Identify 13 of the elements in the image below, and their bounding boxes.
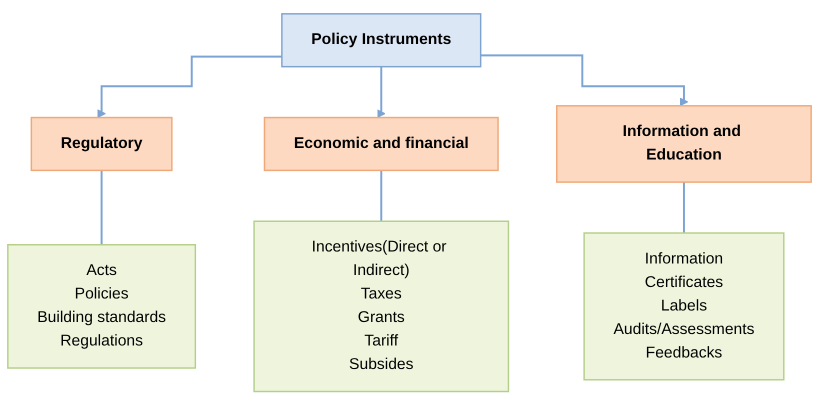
connector (100, 169, 103, 246)
node-box: Economic and financial (264, 116, 499, 171)
connector (682, 180, 685, 234)
connector (380, 169, 382, 222)
arrow (480, 54, 688, 106)
node-box: Incentives(Direct or Indirect) Taxes Grants Tariff Subsides (253, 220, 510, 392)
node-box: Information Certificates Labels Audits/Assessments Feedbacks (583, 232, 785, 380)
node-box: Policy Instruments (281, 12, 482, 68)
node-box: Regulatory (30, 116, 173, 171)
node-box: Acts Policies Building standards Regulations (7, 244, 196, 369)
arrow (97, 55, 282, 118)
arrow (376, 66, 386, 118)
node-box: Information and Education (556, 104, 812, 183)
